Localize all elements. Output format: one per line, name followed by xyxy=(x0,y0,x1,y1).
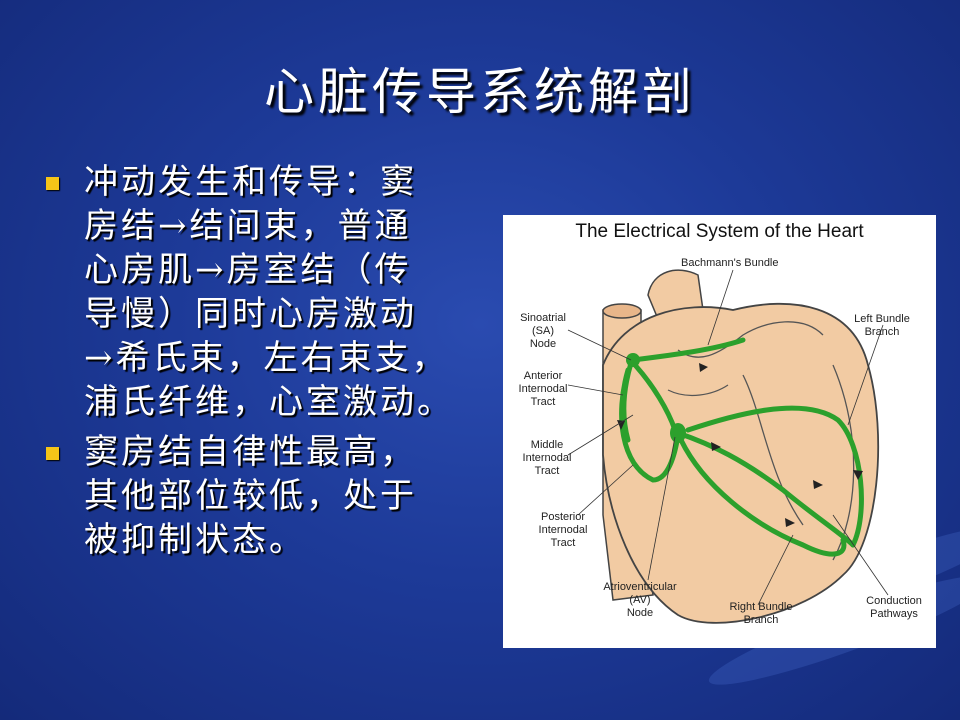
bullet-line: 浦氏纤维，心室激动。 xyxy=(84,382,454,422)
label-line: Posterior xyxy=(540,511,586,523)
label-line: Atrioventricular xyxy=(603,581,677,593)
leader-line xyxy=(832,514,889,596)
arrow-icon xyxy=(813,480,823,489)
label-line: Tract xyxy=(550,537,576,549)
heart-conduction-figure: The Electrical System of the Heart xyxy=(503,215,936,648)
bullet-item: 冲动发生和传导：窦 房结→结间束，普通 心房肌→房室结（传 导慢）同时心房激动 … xyxy=(46,160,496,424)
middle-tract-path xyxy=(632,362,678,433)
left-bundle-path xyxy=(685,405,864,548)
bullet-line: 其他部位较低，处于 xyxy=(84,476,417,516)
label-line: Pathways xyxy=(870,608,918,620)
leader-line xyxy=(567,384,624,396)
label-line: (SA) xyxy=(532,325,554,337)
arrow-icon xyxy=(785,518,795,527)
label-line: Anterior xyxy=(523,370,563,382)
label-line: Sinoatrial xyxy=(520,312,566,324)
label-sa-node: Sinoatrial (SA) Node xyxy=(513,312,573,351)
arrow-icon xyxy=(711,442,721,451)
leader-line xyxy=(567,414,634,456)
label-posterior-tract: Posterior Internodal Tract xyxy=(533,511,593,550)
label-line: Conduction xyxy=(866,595,922,607)
label-line: Branch xyxy=(864,326,900,338)
bullet-line: 被抑制状态。 xyxy=(84,520,306,560)
bullet-item: 窦房结自律性最高， 其他部位较低，处于 被抑制状态。 xyxy=(46,430,496,562)
arrow-icon xyxy=(853,470,863,480)
bullet-line: 冲动发生和传导：窦 xyxy=(84,162,417,202)
vena-cava-opening xyxy=(602,303,642,319)
figure-title: The Electrical System of the Heart xyxy=(575,221,864,242)
sa-node xyxy=(626,353,640,367)
label-line: Tract xyxy=(534,465,560,477)
label-left-bundle: Left Bundle Branch xyxy=(846,313,918,339)
label-line: Node xyxy=(626,607,654,619)
label-line: Middle xyxy=(530,439,564,451)
his-bundle-path xyxy=(675,430,856,548)
septum-line xyxy=(742,374,804,526)
flow-arrows xyxy=(617,363,863,527)
label-line: Node xyxy=(529,338,557,350)
label-line: (AV) xyxy=(629,594,651,606)
arrow-icon xyxy=(699,363,708,372)
label-line: Internodal xyxy=(538,524,588,536)
label-right-bundle: Right Bundle Branch xyxy=(721,601,801,627)
av-node xyxy=(670,423,686,443)
leader-line xyxy=(707,269,734,346)
bullet-list: 冲动发生和传导：窦 房结→结间束，普通 心房肌→房室结（传 导慢）同时心房激动 … xyxy=(46,160,496,562)
bullet-line: 心房肌→房室结（传 xyxy=(84,250,412,290)
bullet-marker-icon xyxy=(46,177,59,190)
label-bachmann: Bachmann's Bundle xyxy=(681,257,779,269)
slide-title: 心脏传导系统解剖 xyxy=(264,63,696,121)
label-line: Internodal xyxy=(518,383,568,395)
chamber-line xyxy=(667,384,729,396)
bullet-line: 窦房结自律性最高， xyxy=(84,432,417,472)
label-line: Internodal xyxy=(522,452,572,464)
bullet-line: 导慢）同时心房激动 xyxy=(84,294,417,334)
label-line: Tract xyxy=(530,396,556,408)
conduction-pathways xyxy=(619,337,864,557)
leader-line xyxy=(757,534,794,606)
bullet-line: →希氏束，左右束支， xyxy=(84,338,449,378)
label-anterior-tract: Anterior Internodal Tract xyxy=(513,370,573,409)
label-middle-tract: Middle Internodal Tract xyxy=(517,439,577,478)
bachmann-bundle-path xyxy=(630,337,746,363)
bullet-line: 房结→结间束，普通 xyxy=(84,206,412,246)
bullet-marker-icon xyxy=(46,447,59,460)
leader-line xyxy=(647,436,676,581)
leader-line xyxy=(577,464,634,516)
label-line: Right Bundle xyxy=(729,601,793,613)
leader-line xyxy=(567,329,632,361)
right-bundle-path xyxy=(678,437,847,557)
label-av-node: Atrioventricular (AV) Node xyxy=(595,581,685,620)
leader-line xyxy=(847,324,884,426)
arrow-icon xyxy=(617,420,625,430)
label-line: Left Bundle xyxy=(854,313,910,325)
heart-diagram xyxy=(567,269,889,624)
label-conduction-pathways: Conduction Pathways xyxy=(858,595,930,621)
leader-lines xyxy=(567,269,889,606)
atrium-wall-line xyxy=(677,321,824,358)
posterior-tract-path xyxy=(619,367,681,483)
label-line: Branch xyxy=(743,614,779,626)
